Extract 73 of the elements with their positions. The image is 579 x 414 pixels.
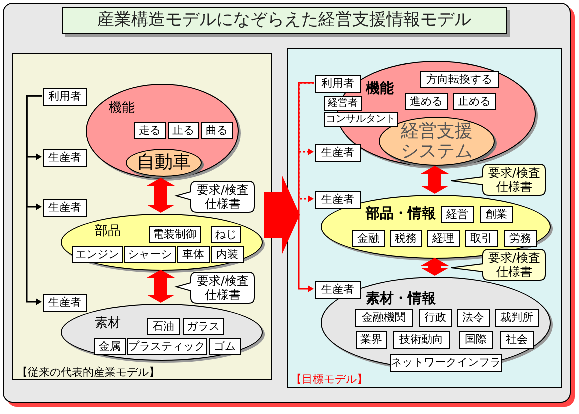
term-box: 利用者 [43, 88, 87, 106]
speech-bubble [451, 164, 546, 196]
category-ellipse [61, 214, 263, 271]
term-box: 内装 [211, 246, 244, 263]
term-box: 取引 [465, 230, 498, 247]
arrow [298, 82, 314, 292]
term-box: 石油 [147, 318, 180, 335]
callout-text: 要求/検査仕様書 [196, 183, 250, 211]
term-box: 経営者 [324, 96, 362, 111]
term-box: エンジン [72, 246, 123, 263]
double-arrow [147, 178, 175, 213]
ellipse-heading: 機能 [109, 100, 135, 117]
model-panel [12, 53, 272, 380]
term-box: 裁判所 [495, 309, 539, 327]
term-box: 業界 [356, 331, 387, 349]
term-box: 行政 [419, 309, 452, 327]
double-arrow [421, 166, 449, 194]
callout-text: 要求/検査仕様書 [196, 274, 250, 302]
ellipse-label: 経営支援システム [400, 122, 474, 162]
term-box: 金属 [94, 338, 126, 355]
panel-caption: 【目標モデル】 [291, 372, 368, 387]
term-box: ねじ [211, 226, 241, 243]
ellipse-heading: 機能 [366, 80, 394, 98]
term-box: 金融 [352, 230, 385, 247]
double-arrow [147, 270, 175, 303]
term-box: 方向転換する [420, 71, 499, 88]
term-box: 社会 [500, 331, 534, 349]
term-box: シャーシ [124, 246, 176, 263]
term-box: 生産者 [315, 191, 361, 209]
term-box: 生産者 [43, 294, 87, 312]
term-box: 経理 [427, 230, 460, 247]
term-box: 労務 [504, 230, 537, 247]
term-box: 技術動向 [393, 331, 450, 349]
term-box: コンサルタント [324, 112, 398, 127]
double-arrow [421, 258, 449, 276]
callout-text: 要求/検査仕様書 [487, 251, 542, 279]
term-box: ゴム [209, 338, 241, 355]
term-box: 曲る [201, 122, 233, 139]
ellipse-label: 自動車 [136, 153, 192, 173]
term-box: 電装制御 [149, 226, 201, 243]
arrow [26, 95, 42, 306]
term-box: 走る [134, 122, 166, 139]
title-banner: 産業構造モデルになぞらえた経営支援情報モデル [62, 7, 507, 34]
term-box: ガラス [183, 318, 224, 335]
term-box: 金融機関 [355, 309, 413, 327]
term-box: 車体 [177, 246, 210, 263]
speech-bubble [451, 249, 546, 281]
speech-bubble [176, 181, 255, 213]
term-box: 法令 [457, 309, 490, 327]
term-box: 経営 [441, 206, 474, 223]
ellipse-heading: 部品・情報 [366, 205, 436, 223]
term-box: プラスティック [127, 338, 207, 355]
block-arrow [264, 175, 300, 255]
ellipse-heading: 素材 [95, 315, 121, 332]
term-box: 創業 [480, 206, 513, 223]
term-box: 止める [453, 93, 496, 110]
term-box: 進める [405, 93, 448, 110]
model-panel [287, 48, 562, 388]
ellipse-heading: 部品 [95, 223, 121, 240]
core-ellipse [126, 149, 202, 177]
term-box: 生産者 [43, 149, 87, 167]
panel-caption: 【従来の代表的産業モデル】 [17, 365, 160, 380]
term-box: 税務 [390, 230, 422, 247]
term-box: 生産者 [43, 199, 87, 217]
ellipse-heading: 素材・情報 [366, 290, 436, 308]
callout-text: 要求/検査仕様書 [487, 166, 542, 194]
term-box: 止る [168, 122, 199, 139]
term-box: 生産者 [315, 281, 361, 299]
term-box: 国際 [459, 331, 493, 349]
term-box: 利用者 [315, 75, 361, 93]
speech-bubble [176, 272, 255, 304]
term-box: ネットワークインフラ [390, 354, 502, 372]
term-box: 生産者 [315, 144, 361, 162]
